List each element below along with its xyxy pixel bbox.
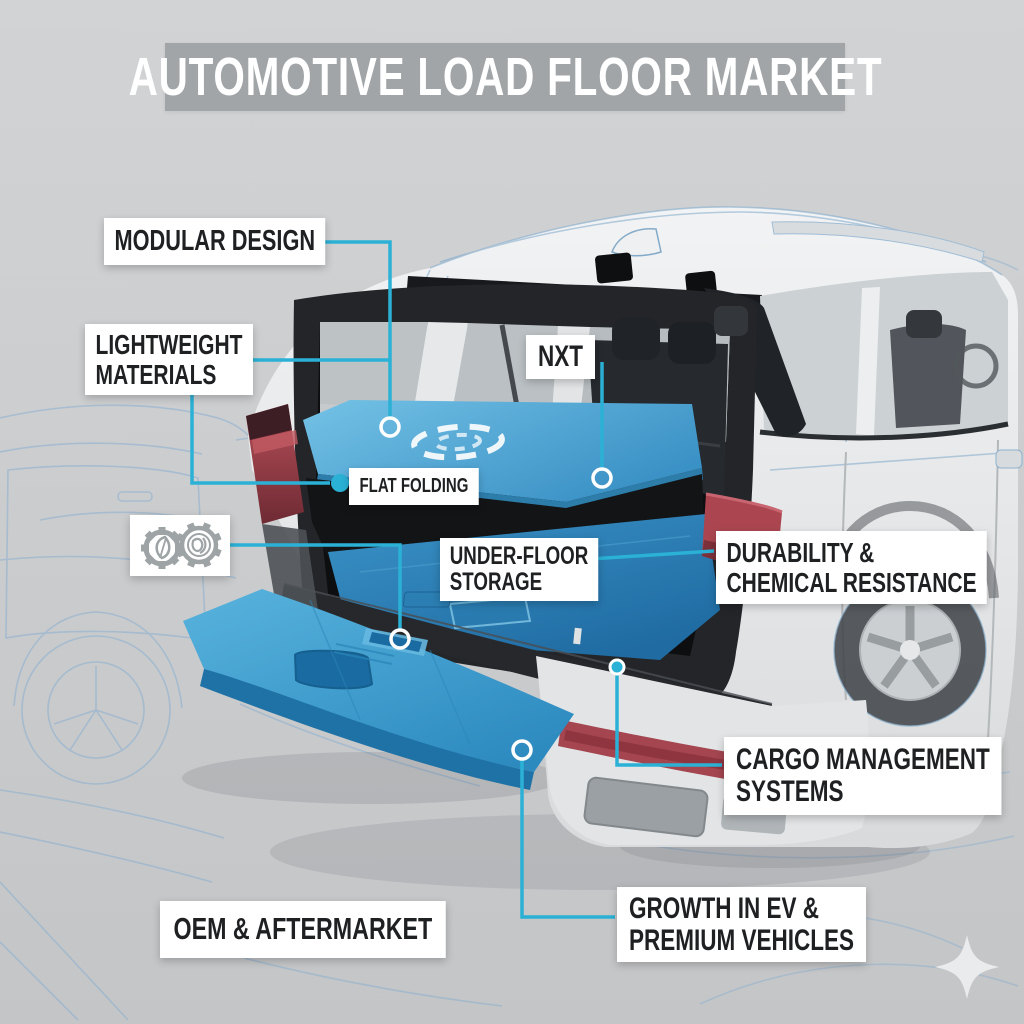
- callout-label: STORAGE: [449, 568, 543, 597]
- diffuser: [583, 776, 709, 838]
- sparkle-icon: [935, 935, 999, 999]
- headrest: [714, 306, 748, 336]
- callout-under-floor-storage: UNDER-FLOOR STORAGE: [440, 538, 599, 601]
- callout-label: CARGO MANAGEMENT: [736, 743, 990, 776]
- hatch-hinge: [595, 252, 633, 284]
- callout-label: CHEMICAL RESISTANCE: [726, 566, 977, 598]
- callout-label: FLAT FOLDING: [359, 475, 469, 497]
- side-mirror: [995, 449, 1023, 469]
- board-handle-recess: [293, 649, 374, 690]
- eco-gears-graphic: [141, 521, 222, 569]
- callout-label: UNDER-FLOOR: [449, 542, 589, 570]
- callout-label: MATERIALS: [95, 358, 217, 390]
- callout-flat-folding: FLAT FOLDING: [349, 468, 479, 506]
- ring-modular: [379, 416, 401, 438]
- callout-lightweight-materials: LIGHTWEIGHT MATERIALS: [85, 324, 253, 396]
- callout-cargo-management: CARGO MANAGEMENT SYSTEMS: [724, 737, 1002, 815]
- eco-icon-box: [130, 515, 230, 576]
- roof-rail: [771, 221, 985, 263]
- load-floor-board: [183, 589, 574, 790]
- circular-arrows-emblem: [411, 423, 505, 461]
- leader-under-floor: [574, 549, 715, 562]
- callout-label: PREMIUM VEHICLES: [629, 923, 855, 957]
- callout-growth-ev: GROWTH IN EV & PREMIUM VEHICLES: [617, 887, 867, 962]
- callout-label: SYSTEMS: [736, 774, 844, 808]
- callout-label: LIGHTWEIGHT: [95, 329, 243, 360]
- callout-label: OEM & AFTERMARKET: [173, 911, 433, 946]
- swirl-gear-icon: [176, 521, 222, 568]
- callout-nxt: NXT: [526, 335, 595, 379]
- dot-flat-folding: [331, 474, 349, 492]
- title-banner: AUTOMOTIVE LOAD FLOOR MARKET: [128, 43, 881, 111]
- leader-lightweight-b: [190, 392, 330, 485]
- page-title: AUTOMOTIVE LOAD FLOOR MARKET: [128, 47, 882, 107]
- c-pillar: [414, 322, 468, 412]
- callout-label: MODULAR DESIGN: [114, 225, 316, 257]
- leader-eco: [222, 543, 402, 630]
- seatbelt: [499, 324, 521, 413]
- ring-nxt: [591, 467, 613, 489]
- callout-label: DURABILITY &: [726, 537, 875, 568]
- leader-cargo: [615, 667, 722, 767]
- leaf-gear-icon: [141, 526, 183, 569]
- leader-lines: [190, 240, 722, 919]
- leader-growth: [520, 759, 615, 919]
- ring-eco: [389, 628, 411, 650]
- callout-label: GROWTH IN EV &: [629, 892, 820, 925]
- callout-modular-design: MODULAR DESIGN: [104, 218, 326, 265]
- callout-durability: DURABILITY & CHEMICAL RESISTANCE: [716, 531, 988, 605]
- headrest: [612, 318, 660, 360]
- dot-cargo: [608, 658, 626, 676]
- headrest: [668, 322, 716, 364]
- callout-oem-aftermarket: OEM & AFTERMARKET: [160, 901, 446, 958]
- ring-growth: [511, 739, 533, 761]
- callout-label: NXT: [538, 340, 583, 373]
